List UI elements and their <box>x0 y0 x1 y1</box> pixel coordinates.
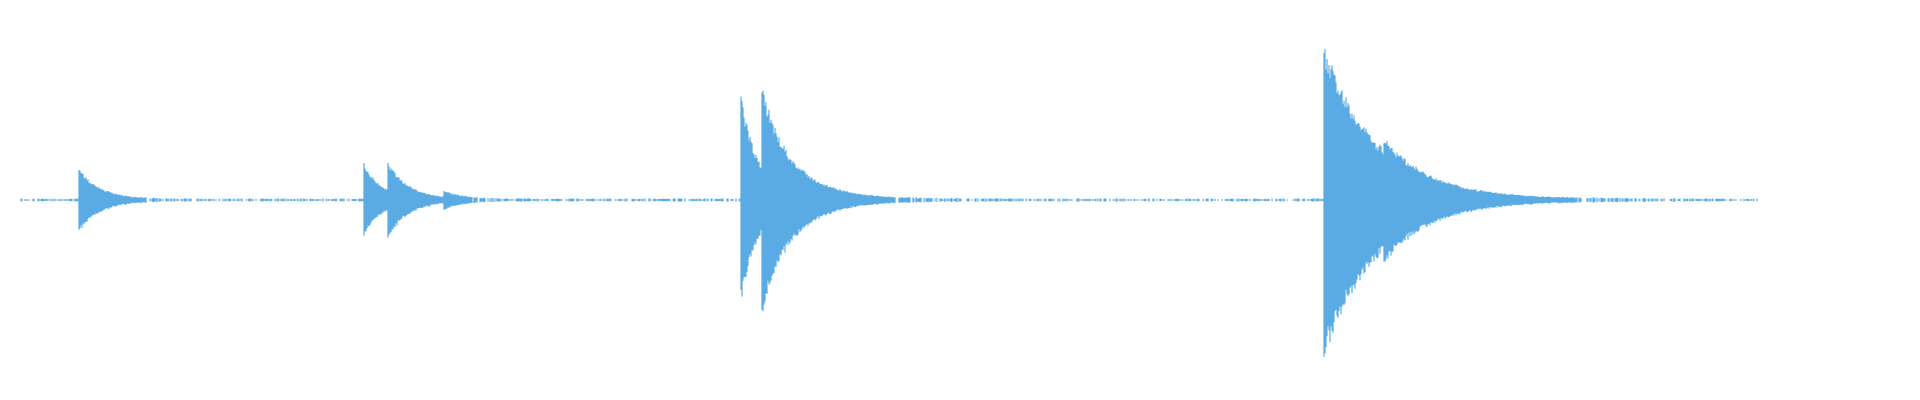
waveform-bars <box>20 49 1758 357</box>
waveform-signal <box>20 49 1758 357</box>
